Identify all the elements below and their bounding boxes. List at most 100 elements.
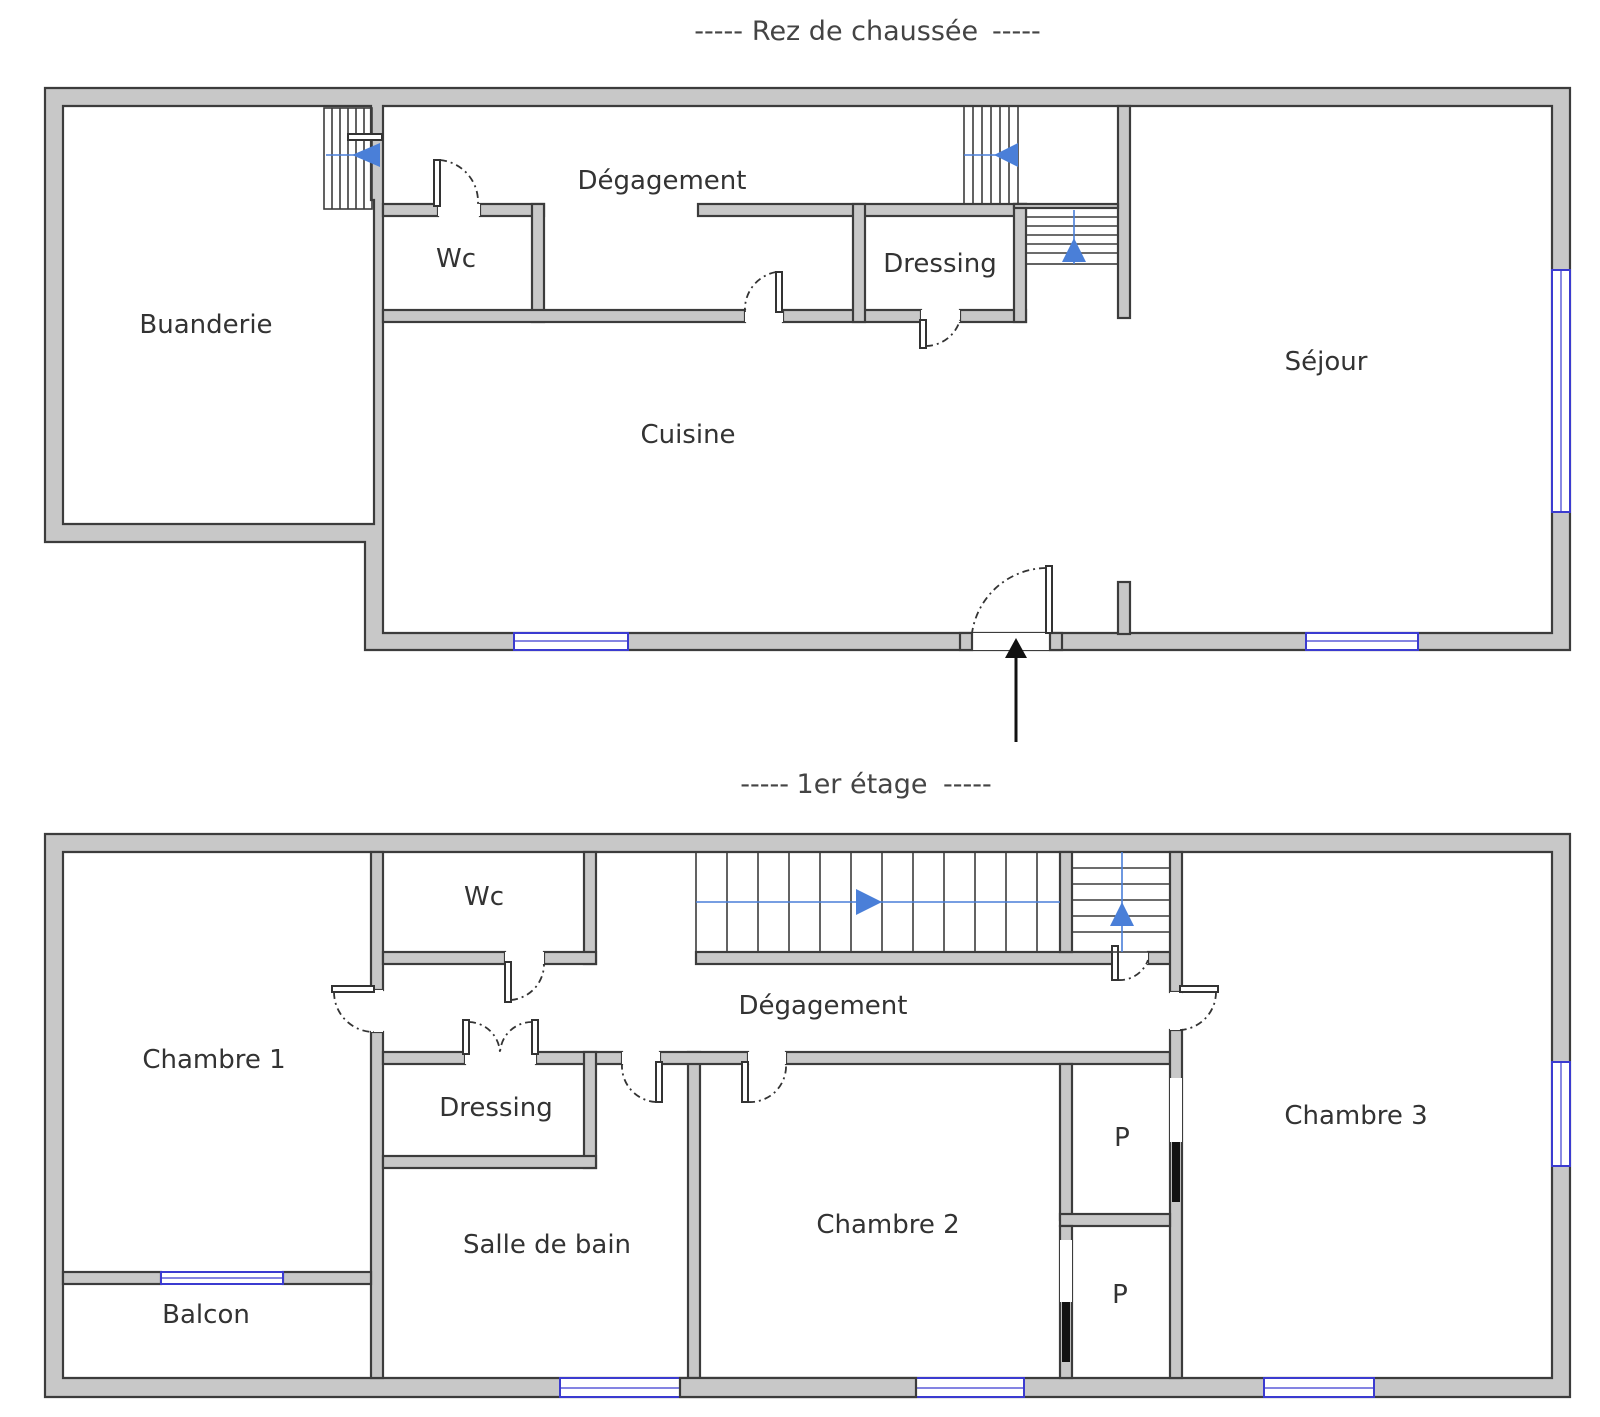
ground-exterior-walls xyxy=(43,86,1572,652)
first-floor: ----- 1er étage ----- xyxy=(43,769,1572,1399)
first-wall-stair2-left xyxy=(1058,850,1074,954)
first-window-chambre3-bottom xyxy=(1263,1377,1375,1398)
first-wall-dressing-top-b xyxy=(534,1050,624,1066)
first-wall-stair-bottom xyxy=(694,950,1118,966)
first-wall-placard-mid xyxy=(1058,1212,1172,1228)
first-closet-door-2[interactable] xyxy=(1062,1302,1070,1362)
first-wall-sdb-right xyxy=(686,1050,702,1380)
first-wall-sdb-base xyxy=(678,1376,918,1399)
first-door-dressing[interactable] xyxy=(462,1019,539,1055)
first-door-gap-chambre1 xyxy=(371,990,383,1032)
ground-wall-wc-right xyxy=(530,202,546,324)
room-label-degagement-first: Dégagement xyxy=(739,991,908,1021)
room-label-chambre3: Chambre 3 xyxy=(1284,1101,1427,1131)
ground-door-gap-cuisine xyxy=(745,310,783,322)
room-label-dressing-first: Dressing xyxy=(439,1093,552,1123)
room-label-placard-2: P xyxy=(1112,1280,1128,1310)
ground-wall-dressing-left xyxy=(851,202,867,324)
first-floor-title: 1er étage xyxy=(797,769,928,800)
first-wall-chambre1-right-a xyxy=(369,850,385,992)
stair-arrow-icon xyxy=(994,143,1018,167)
first-title-dash-left: ----- xyxy=(740,769,789,800)
stair-arrow-icon xyxy=(352,143,380,167)
first-wall-placard-left xyxy=(1058,1062,1074,1222)
first-wall-corridor-bottom-a xyxy=(658,1050,750,1066)
first-window-balcon xyxy=(160,1271,284,1285)
ground-wall-sejour-stub xyxy=(1116,104,1132,320)
first-closet-gap-2 xyxy=(1060,1240,1072,1302)
first-door-wc[interactable] xyxy=(504,961,545,1003)
ground-door-dressing[interactable] xyxy=(919,319,961,349)
first-wall-corridor-bottom-b xyxy=(784,1050,1172,1066)
first-wall-wc-bottom-b xyxy=(542,950,598,966)
stair-arrow-icon xyxy=(1110,902,1134,926)
room-label-salle-de-bain: Salle de bain xyxy=(463,1230,631,1260)
first-title-dash-right: ----- xyxy=(943,769,992,800)
first-wall-balcon-top-a xyxy=(61,1270,163,1286)
ground-wall-entry-stub xyxy=(1116,580,1132,636)
room-label-sejour: Séjour xyxy=(1285,347,1368,377)
ground-wall-entry-jamb-right xyxy=(1048,631,1064,652)
ground-door-cuisine[interactable] xyxy=(744,271,783,313)
first-closet-gap-1 xyxy=(1170,1078,1182,1142)
ground-door-entrance[interactable] xyxy=(971,565,1053,634)
first-door-sdb[interactable] xyxy=(621,1061,663,1103)
first-wall-dressing-right xyxy=(582,1050,598,1170)
ground-door-gap-dressing xyxy=(921,310,960,322)
first-door-gap-chambre3 xyxy=(1170,992,1182,1030)
room-label-buanderie: Buanderie xyxy=(139,310,272,340)
ground-window-cuisine xyxy=(513,632,629,651)
first-door-gap-sdb xyxy=(622,1052,660,1064)
room-label-wc-first: Wc xyxy=(464,882,504,912)
first-wall-balcon-top-b xyxy=(281,1270,373,1286)
ground-window-sejour-bottom xyxy=(1305,632,1419,651)
ground-door-gap-wc xyxy=(438,204,480,216)
first-door-chambre3[interactable] xyxy=(1179,985,1219,1031)
ground-door-wc[interactable] xyxy=(433,159,479,207)
first-window-chambre3-right xyxy=(1551,1061,1571,1167)
first-window-sdb xyxy=(559,1377,681,1398)
first-wall-dressing-bottom xyxy=(381,1154,598,1170)
stair-arrow-icon xyxy=(1062,238,1086,262)
room-label-dressing: Dressing xyxy=(883,249,996,279)
first-door-gap-dressing xyxy=(465,1052,536,1064)
ground-stair-buanderie xyxy=(323,107,383,210)
first-wall-wc-right xyxy=(582,850,598,966)
first-closet-door-1[interactable] xyxy=(1172,1142,1180,1202)
entrance-arrow-icon xyxy=(1005,638,1027,742)
room-label-chambre1: Chambre 1 xyxy=(142,1045,285,1075)
first-door-chambre1[interactable] xyxy=(331,985,375,1033)
ground-wall-dressing-right xyxy=(1012,202,1028,324)
first-stair-main xyxy=(695,851,1061,953)
ground-title-dash-right: ----- xyxy=(992,16,1041,47)
ground-floor-title: Rez de chaussée xyxy=(752,16,978,47)
ground-entrance-opening xyxy=(972,633,1050,650)
room-label-degagement: Dégagement xyxy=(578,166,747,196)
ground-wall-cuisine-top-a xyxy=(381,308,747,324)
room-label-chambre2: Chambre 2 xyxy=(816,1210,959,1240)
first-window-chambre2 xyxy=(915,1377,1025,1398)
first-door-gap-chambre2 xyxy=(748,1052,786,1064)
room-label-placard-1: P xyxy=(1114,1123,1130,1153)
first-door-gap-stair2 xyxy=(1116,952,1148,964)
ground-wall-wc-top-a xyxy=(381,202,440,218)
stair-arrow-icon xyxy=(856,889,882,915)
first-wall-chambre1-right-b xyxy=(369,1030,385,1380)
first-wall-chambre3-left-a xyxy=(1168,850,1184,994)
first-wall-wc-bottom-a xyxy=(381,950,507,966)
ground-stair-sejour xyxy=(1025,207,1119,265)
ground-title-dash-left: ----- xyxy=(694,16,743,47)
first-door-gap-wc xyxy=(505,952,544,964)
room-label-cuisine: Cuisine xyxy=(640,420,735,450)
first-door-stair2[interactable] xyxy=(1111,945,1149,981)
room-label-wc: Wc xyxy=(436,244,476,274)
room-label-balcon: Balcon xyxy=(162,1300,250,1330)
ground-window-sejour-right xyxy=(1551,269,1571,513)
first-door-chambre2[interactable] xyxy=(741,1061,787,1103)
ground-stair-degagement xyxy=(963,105,1019,205)
first-stair-secondary xyxy=(1071,851,1171,953)
ground-wall-entry-jamb-left xyxy=(958,631,974,652)
ground-floor: ----- Rez de chaussée ----- xyxy=(43,16,1572,742)
first-wall-dressing-top-a xyxy=(381,1050,467,1066)
